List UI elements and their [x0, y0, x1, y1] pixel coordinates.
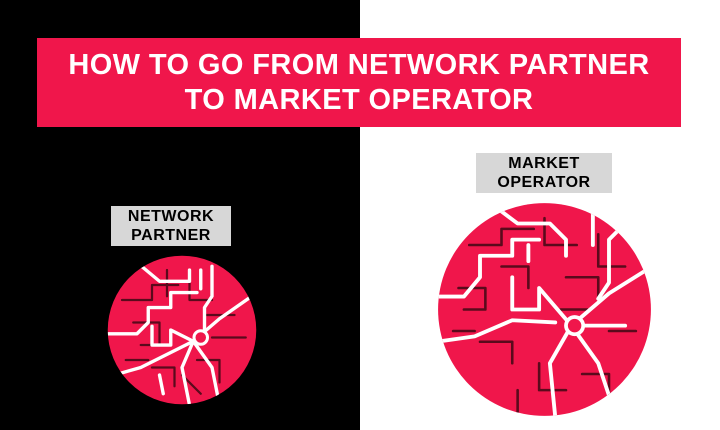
title-line-2: TO MARKET OPERATOR: [184, 83, 534, 116]
network-partner-label: NETWORK PARTNER: [111, 206, 231, 246]
market-operator-line-1: MARKET: [508, 155, 580, 172]
network-map-icon: [107, 255, 257, 405]
title-banner: HOW TO GO FROM NETWORK PARTNER TO MARKET…: [37, 38, 681, 127]
network-partner-line-2: PARTNER: [131, 227, 211, 244]
title-line-1: HOW TO GO FROM NETWORK PARTNER: [68, 48, 650, 81]
network-partner-line-1: NETWORK: [127, 208, 215, 225]
market-operator-label: MARKET OPERATOR: [476, 153, 612, 193]
market-operator-line-2: OPERATOR: [497, 174, 591, 191]
market-map-icon: [438, 203, 651, 416]
